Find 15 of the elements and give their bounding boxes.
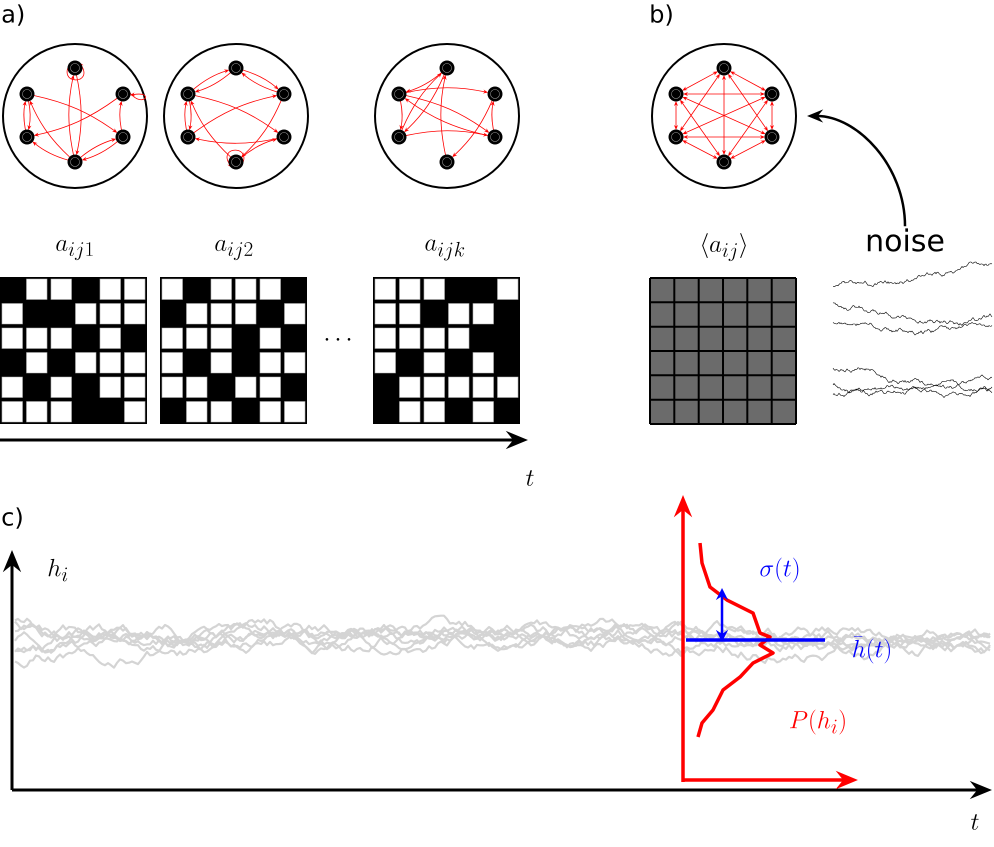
panel-label: a): [2, 4, 24, 26]
matrix-label: $a_{ij1}$: [56, 240, 93, 260]
matrix-label: $\langle a_{ij} \rangle$: [702, 233, 746, 262]
axis-label: $t$: [526, 470, 534, 486]
formula-label: $P(h_i)$: [790, 710, 845, 734]
node-text: noise: [868, 228, 944, 252]
formula-label: $\bar{h}(t)$: [853, 636, 890, 664]
matrix-label: $a_{ij2}$: [215, 240, 252, 260]
matrix-label: $a_{ijk}$: [425, 239, 464, 260]
network-circle: [651, 43, 797, 189]
axis-label: $t$: [971, 814, 979, 830]
axis-label: $h_i$: [48, 558, 68, 582]
ellipsis: $\cdots$: [326, 338, 350, 341]
panel-label: c): [2, 507, 22, 529]
formula-label: $\sigma(t)$: [760, 558, 798, 582]
